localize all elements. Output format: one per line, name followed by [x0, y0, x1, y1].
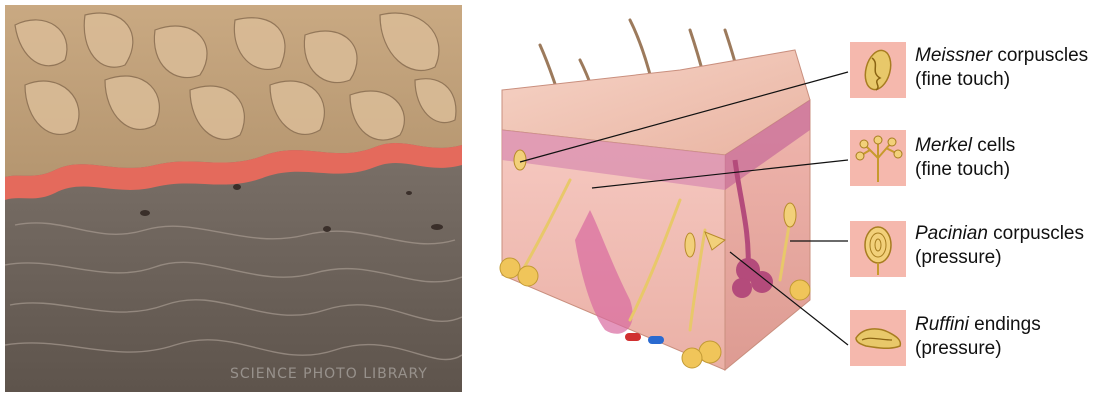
receptor-name: Meissner [915, 45, 992, 66]
skin-micrograph [5, 5, 462, 392]
pacinian-corpuscle-icon [850, 221, 906, 277]
receptor-function: (pressure) [915, 247, 1002, 268]
skin-block-diagram [480, 0, 840, 394]
receptor-function: (fine touch) [915, 69, 1010, 90]
receptor-name: Merkel [915, 135, 972, 156]
ruffini-label: Ruffini endings (pressure) [915, 313, 1041, 361]
meissner-label: Meissner corpuscles (fine touch) [915, 44, 1088, 92]
receptor-type: endings [969, 314, 1041, 335]
receptor-type: cells [972, 135, 1015, 156]
ruffini-ending-icon [850, 310, 906, 366]
receptor-name: Pacinian [915, 223, 988, 244]
receptor-function: (fine touch) [915, 159, 1010, 180]
merkel-cell-icon [850, 130, 906, 186]
receptor-type: corpuscles [988, 223, 1084, 244]
pacinian-label: Pacinian corpuscles (pressure) [915, 222, 1084, 270]
merkel-label: Merkel cells (fine touch) [915, 134, 1015, 182]
receptor-name: Ruffini [915, 314, 969, 335]
receptor-type: corpuscles [992, 45, 1088, 66]
meissner-corpuscle-icon [850, 42, 906, 98]
photo-watermark: SCIENCE PHOTO LIBRARY [230, 366, 428, 382]
receptor-function: (pressure) [915, 338, 1002, 359]
